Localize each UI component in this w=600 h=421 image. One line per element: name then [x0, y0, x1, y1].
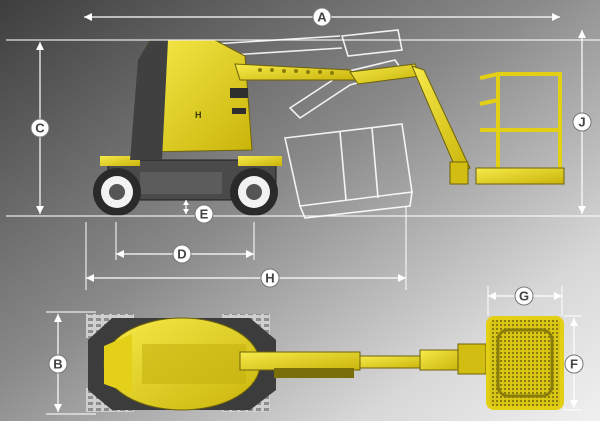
jib-top [419, 349, 461, 371]
label-h-text: H [265, 271, 274, 286]
arrow-a-left [84, 13, 92, 21]
label-b-text: B [53, 357, 62, 372]
label-d: D [172, 244, 192, 264]
jib-arm [411, 65, 471, 175]
label-h: H [260, 268, 280, 288]
label-j: J [572, 112, 592, 132]
platform-top-inner [496, 328, 554, 398]
label-e-text: E [200, 207, 209, 222]
label-c: C [30, 118, 50, 138]
label-b: B [48, 354, 68, 374]
hose-chain-top [274, 368, 354, 378]
label-a: A [312, 7, 332, 27]
rear-wheel [230, 168, 278, 216]
label-e: E [194, 204, 214, 224]
rear-bumper [238, 156, 282, 166]
turret-vent-2 [232, 108, 246, 114]
rotator-top [457, 343, 487, 375]
front-wheel [93, 168, 141, 216]
platform-floor [475, 167, 565, 185]
counterweight [130, 40, 168, 160]
label-f-text: F [570, 357, 578, 372]
hose-chain [258, 68, 334, 75]
platform-top [486, 316, 564, 410]
upper-boom-top [359, 355, 429, 369]
label-a-text: A [317, 10, 327, 25]
turret-vent [230, 88, 248, 98]
front-bumper [100, 156, 140, 166]
turret-deck [142, 344, 246, 384]
label-g: G [514, 286, 534, 306]
label-c-text: C [35, 121, 45, 136]
chassis-panel [140, 172, 222, 194]
boom-top [239, 351, 361, 371]
side-view: H [93, 29, 565, 219]
platform-rotator [449, 161, 469, 185]
arrow-a-right [552, 13, 560, 21]
front-cowl [104, 334, 132, 394]
brand-mark: H [195, 110, 202, 120]
label-g-text: G [519, 289, 529, 304]
label-d-text: D [177, 247, 186, 262]
label-j-text: J [578, 115, 585, 130]
label-f: F [564, 354, 584, 374]
top-view [86, 314, 564, 412]
